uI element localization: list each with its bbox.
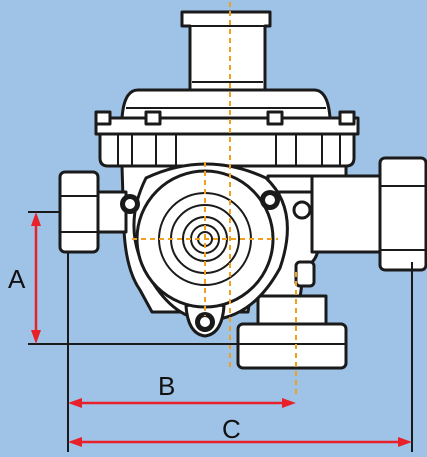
- dimension-c-label: C: [222, 414, 241, 444]
- flange: [94, 110, 360, 168]
- outlet-fitting: [310, 156, 427, 272]
- centerlines: [132, 2, 297, 396]
- bottom-fitting: [236, 294, 348, 370]
- dimension-b: [68, 398, 296, 408]
- dimension-c: [68, 437, 412, 447]
- bolt-left: [120, 194, 140, 214]
- bolt-bottom: [195, 312, 215, 332]
- extension-lines: [28, 211, 413, 452]
- inlet-fitting: [58, 170, 128, 254]
- top-cap: [180, 10, 272, 92]
- dimension-b-label: B: [158, 371, 176, 401]
- dimension-a-label: A: [8, 264, 26, 294]
- bolt-right: [260, 190, 280, 210]
- dimension-a: [31, 212, 41, 344]
